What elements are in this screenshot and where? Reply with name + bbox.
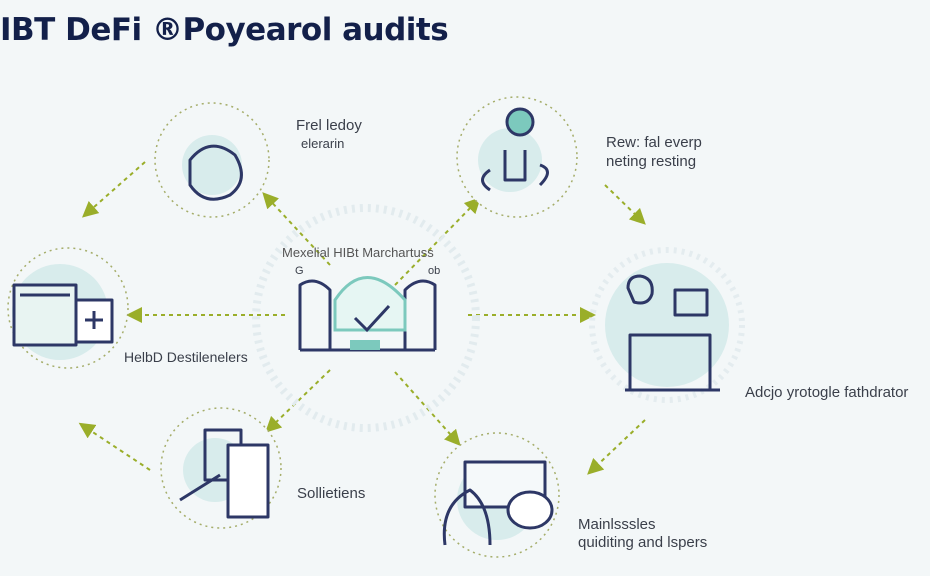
top-right-label-2: neting resting [606, 153, 697, 170]
top-left-label-2: elerarin [301, 136, 345, 151]
center-small-left: G [295, 265, 304, 277]
arrow-center-top-right [394, 197, 481, 286]
arrow-center-bottom-right [394, 371, 461, 446]
globe-hands-icon [188, 144, 243, 201]
page-title: IBT DeFi ®Poyearol audits [0, 12, 449, 48]
bottom-right-label-1: Mainlsssles [578, 516, 656, 533]
top-right-label-1: Rew: fal everp [606, 134, 702, 151]
monitor-icon [625, 333, 720, 392]
chat-icon [506, 490, 554, 530]
left-label: HelbD Destilenelers [124, 349, 248, 365]
arrow-bottom-left-out [78, 422, 151, 471]
arrow-top-left-out [82, 161, 146, 218]
arrow-center-bottom-left [265, 369, 331, 433]
right-label: Adcjo yrotogle fathdrator [745, 384, 909, 401]
arrow-right-out [587, 419, 646, 475]
arrow-top-right-out [604, 184, 646, 225]
center-label: Mexelial HIBt Marchartuss [282, 245, 434, 260]
node-right [589, 247, 745, 403]
chart-icon [481, 150, 549, 192]
bottom-left-label: Sollietiens [297, 485, 366, 502]
coin-icon [505, 107, 535, 137]
glove-icon [442, 488, 492, 546]
bottom-right-label-2: quiditing and lspers [578, 534, 708, 551]
center-small-right: ob [428, 265, 441, 277]
top-left-label-1: Frel ledoy [296, 117, 362, 134]
